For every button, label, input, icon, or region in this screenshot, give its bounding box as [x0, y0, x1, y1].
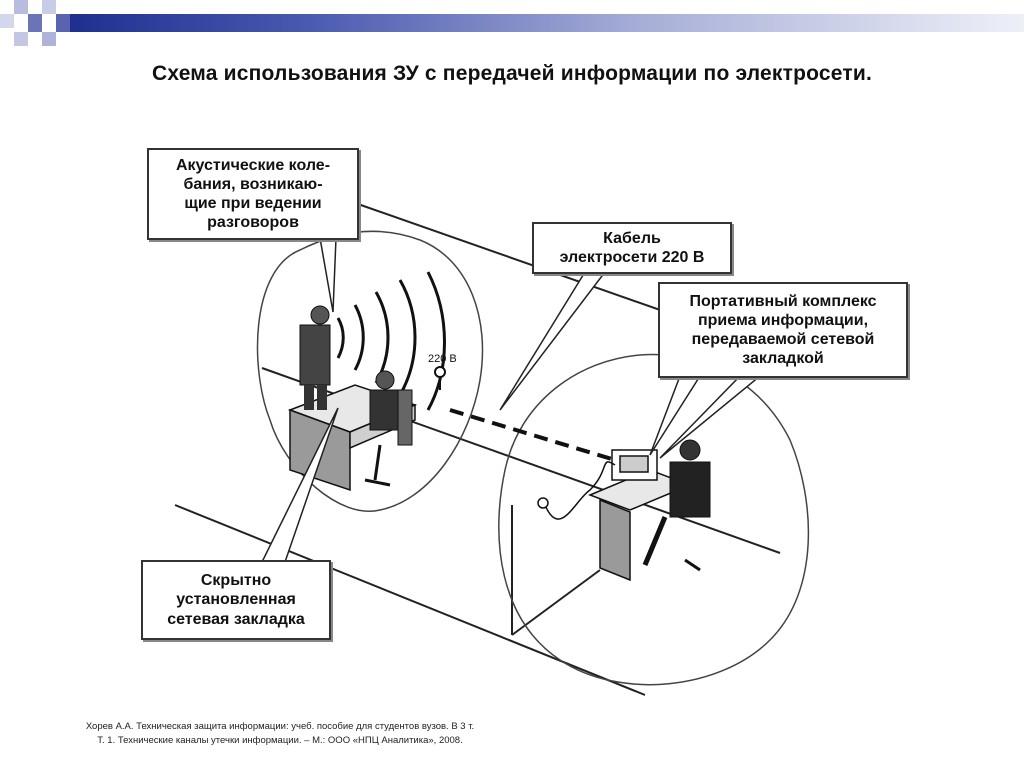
callout-portable-receiver: Портативный комплекс приема информации, … — [658, 282, 908, 378]
citation: Хорев А.А. Техническая защита информации… — [60, 720, 500, 748]
callout-acoustic-vibrations: Акустические коле- бания, возникаю- щие … — [147, 148, 359, 240]
header-square-dark — [14, 0, 28, 14]
callout-hidden-implant: Скрытно установленная сетевая закладка — [141, 560, 331, 640]
callout-pointers — [260, 237, 763, 563]
receiver-socket-icon — [537, 497, 549, 509]
receiver-equipment — [611, 449, 658, 481]
header-square-left — [0, 14, 14, 28]
callout-power-cable: Кабель электросети 220 В — [532, 222, 732, 274]
transmission-line — [449, 408, 616, 462]
power-socket-icon — [434, 366, 446, 390]
sitting-person-figure — [364, 370, 413, 487]
citation-line-2: Т. 1. Технические каналы утечки информац… — [97, 734, 463, 746]
header-square-accent2 — [56, 14, 70, 32]
header-square-low — [14, 32, 28, 46]
receiver-power-cable — [544, 461, 616, 520]
header-square-mid — [42, 0, 56, 14]
right-room-bubble — [498, 353, 810, 686]
standing-person-figure — [299, 305, 331, 410]
operator-person-figure — [642, 439, 711, 572]
slide-title: Схема использования ЗУ с передачей инфор… — [151, 62, 873, 85]
header-square-accent — [28, 14, 42, 32]
citation-line-1: Хорев А.А. Техническая защита информации… — [85, 721, 475, 732]
sound-waves — [336, 271, 446, 411]
socket-label: 220 В — [428, 353, 457, 365]
header-gradient-bar — [70, 14, 1024, 32]
header-square-low2 — [42, 32, 56, 46]
left-room-bubble — [256, 230, 484, 513]
partition-floor — [511, 569, 601, 636]
header-decoration — [0, 0, 1024, 48]
